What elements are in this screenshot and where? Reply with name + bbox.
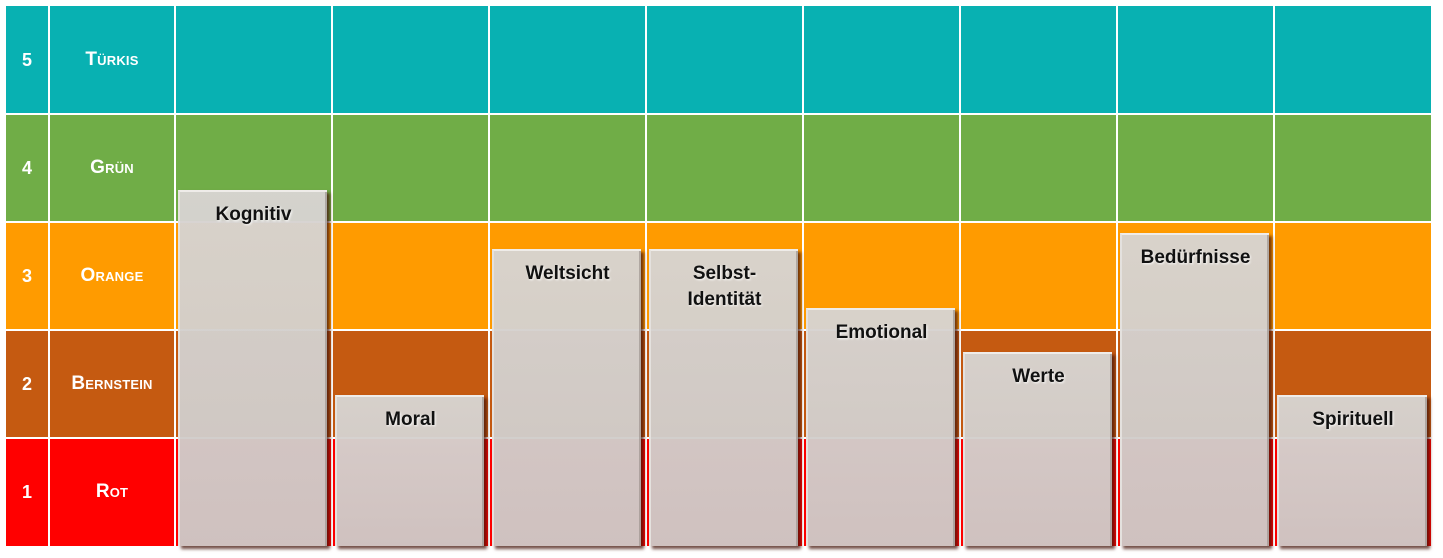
grid-row-line xyxy=(6,221,1431,223)
bar-label: Emotional xyxy=(835,322,928,343)
bar-label: Kognitiv xyxy=(215,204,292,225)
grid-column-line xyxy=(645,6,647,546)
grid-column-line xyxy=(331,6,333,546)
bar-emotional: Emotional xyxy=(806,308,955,546)
bar-bedürfnisse: Bedürfnisse xyxy=(1120,233,1269,546)
level-number: 2 xyxy=(21,373,32,394)
level-name: Bernstein xyxy=(71,373,153,394)
level-name: Orange xyxy=(80,265,144,286)
level-number: 3 xyxy=(21,265,32,286)
bar-weltsicht: Weltsicht xyxy=(492,249,641,546)
grid-column-line xyxy=(959,6,961,546)
grid-column-line xyxy=(802,6,804,546)
bar-selbstidentität: Selbst- Identität xyxy=(649,249,798,546)
level-name: Türkis xyxy=(85,49,139,70)
bar-label: Weltsicht xyxy=(525,263,610,284)
grid-column-line xyxy=(488,6,490,546)
bar-label: Bedürfnisse xyxy=(1140,247,1251,268)
level-name: Grün xyxy=(90,157,134,178)
bar-kognitiv: Kognitiv xyxy=(178,190,327,546)
bar-moral: Moral xyxy=(335,395,484,546)
bar-label: Selbst- Identität xyxy=(687,263,762,310)
grid-column-line xyxy=(1116,6,1118,546)
bar-werte: Werte xyxy=(963,352,1112,546)
bar-label: Werte xyxy=(1012,366,1065,387)
bar-spirituell: Spirituell xyxy=(1277,395,1427,546)
level-name: Rot xyxy=(95,481,129,502)
level-number: 1 xyxy=(21,481,32,502)
grid-row-line xyxy=(6,113,1431,115)
level-number: 4 xyxy=(21,157,32,178)
grid-column-line xyxy=(1273,6,1275,546)
level-number: 5 xyxy=(21,49,32,70)
bar-label: Moral xyxy=(385,409,436,430)
bar-label: Spirituell xyxy=(1312,409,1394,430)
grid-column-line xyxy=(174,6,176,546)
level-row-5 xyxy=(6,6,1431,114)
grid-column-line xyxy=(48,6,50,546)
